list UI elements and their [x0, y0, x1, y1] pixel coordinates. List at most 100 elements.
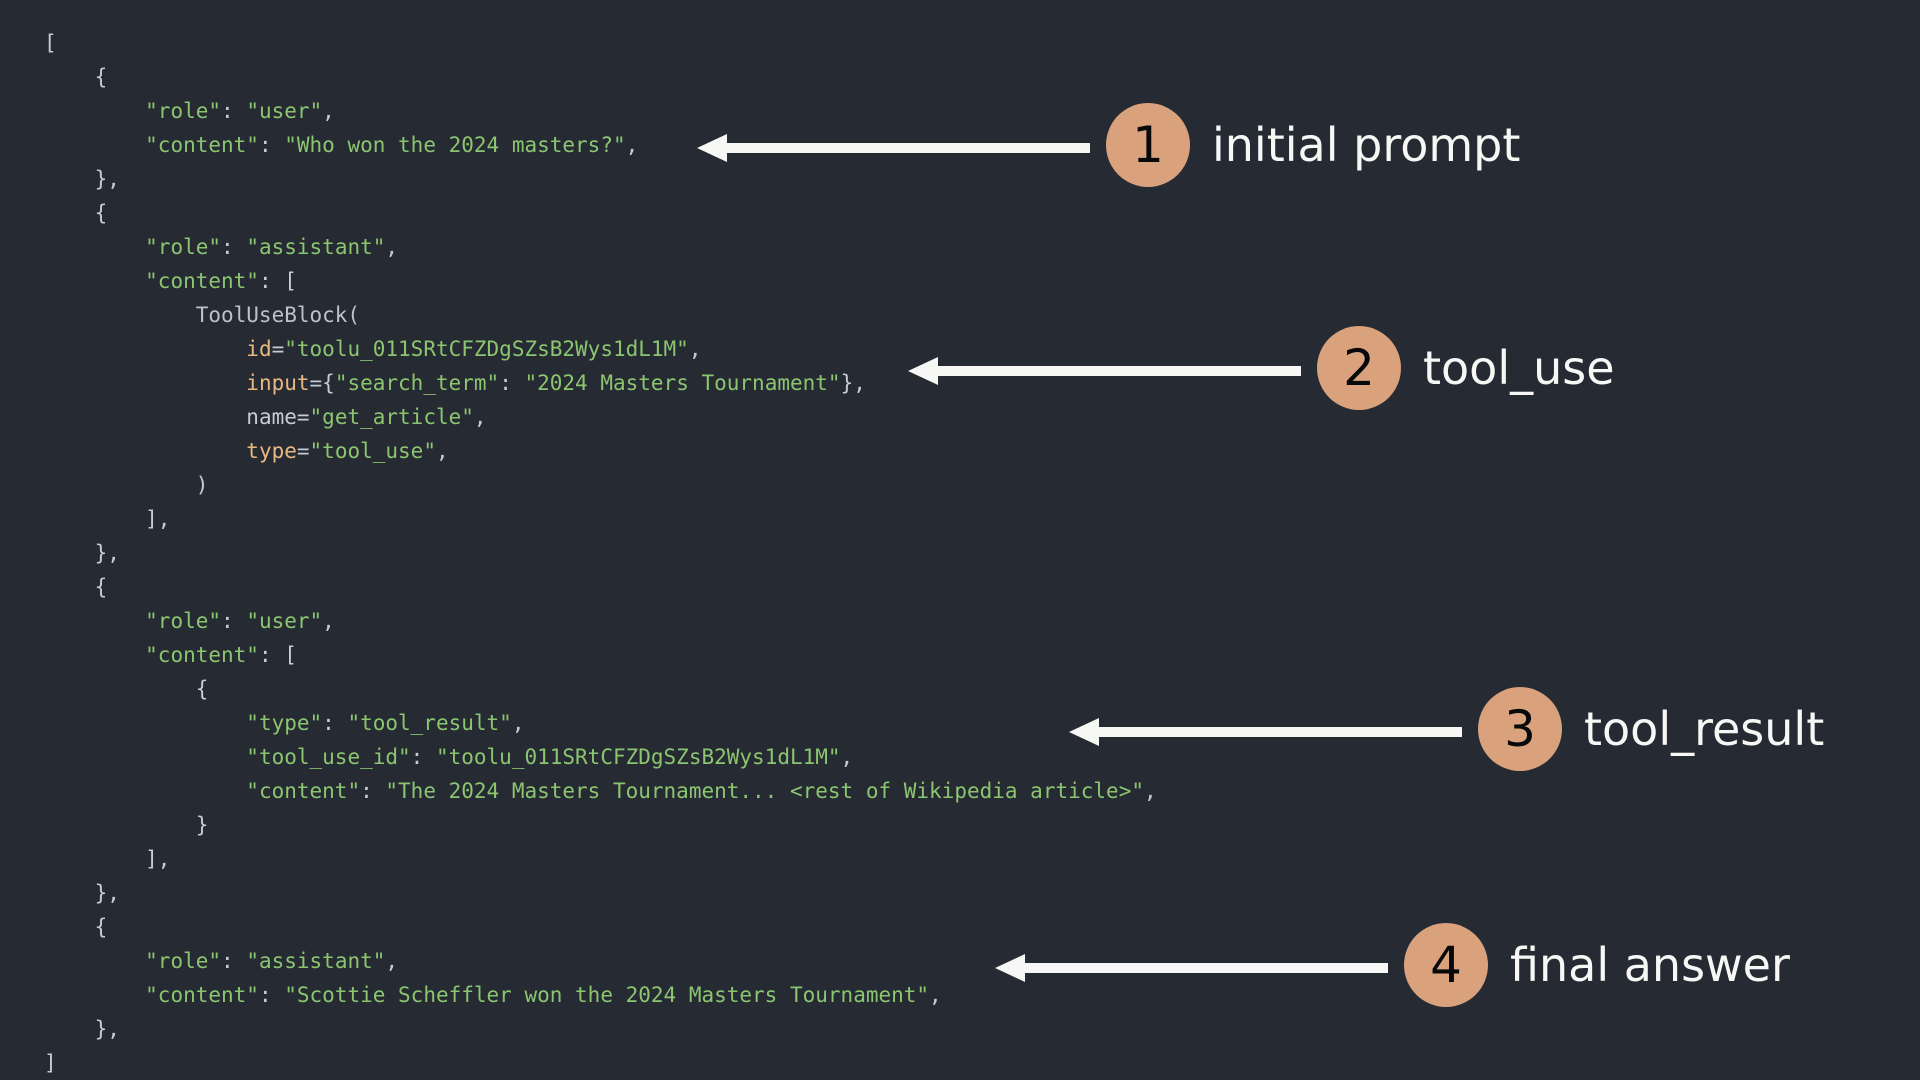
code-token: }, — [94, 1017, 120, 1041]
code-token: : — [499, 371, 525, 395]
code-line: "role": "user", — [44, 604, 1157, 638]
code-token: , — [322, 99, 335, 123]
code-token: "type" — [246, 711, 323, 735]
code-indent — [44, 983, 145, 1007]
code-token: ToolUseBlock( — [195, 303, 361, 327]
code-indent — [44, 133, 145, 157]
code-token: "user" — [246, 609, 323, 633]
code-line: id="toolu_011SRtCFZDgSZsB2Wys1dL1M", — [44, 332, 1157, 366]
code-line: { — [44, 60, 1157, 94]
annotation-number-badge: 3 — [1478, 687, 1562, 771]
code-token: ], — [145, 847, 171, 871]
code-token: , — [929, 983, 942, 1007]
annotation-number-badge: 4 — [1404, 923, 1488, 1007]
code-token: "toolu_011SRtCFZDgSZsB2Wys1dL1M" — [435, 745, 841, 769]
code-token: "2024 Masters Tournament" — [524, 371, 841, 395]
code-token: : — [322, 711, 348, 735]
code-token: "role" — [145, 99, 222, 123]
code-line: { — [44, 570, 1157, 604]
code-token: }, — [94, 541, 120, 565]
code-indent — [44, 711, 246, 735]
code-token: , — [688, 337, 702, 361]
annotation-arrow-icon — [697, 131, 1090, 165]
code-indent — [44, 269, 145, 293]
code-line: "tool_use_id": "toolu_011SRtCFZDgSZsB2Wy… — [44, 740, 1157, 774]
annotation-arrow-icon — [995, 951, 1388, 985]
code-token: : — [258, 133, 285, 157]
code-indent — [44, 99, 145, 123]
code-indent — [44, 473, 196, 497]
code-line: }, — [44, 1012, 1157, 1046]
code-token: "assistant" — [246, 235, 386, 259]
annotation-label: final answer — [1510, 938, 1790, 992]
code-token: "role" — [145, 235, 222, 259]
code-token: [ — [44, 31, 57, 55]
code-indent — [44, 167, 95, 191]
code-token: : — [258, 643, 285, 667]
code-token: : — [360, 779, 386, 803]
code-token: ] — [44, 1051, 57, 1075]
code-indent — [44, 609, 145, 633]
code-token: , — [1143, 779, 1157, 803]
annotation-callout: 4 final answer — [1404, 923, 1790, 1007]
code-token: = — [296, 405, 310, 429]
code-token: }, — [94, 167, 120, 191]
code-token: : — [221, 609, 247, 633]
code-indent — [44, 507, 145, 531]
code-line: "content": "Who won the 2024 masters?", — [44, 128, 1157, 162]
code-indent — [44, 915, 95, 939]
annotation-callout: 1 initial prompt — [1106, 103, 1520, 187]
code-indent — [44, 779, 246, 803]
code-token: "role" — [145, 949, 222, 973]
code-token: "role" — [145, 609, 222, 633]
code-indent — [44, 541, 95, 565]
code-indent — [44, 337, 246, 361]
code-token: "tool_result" — [347, 711, 512, 735]
code-indent — [44, 643, 145, 667]
code-token: "search_term" — [334, 371, 500, 395]
code-token: = — [296, 439, 310, 463]
code-token: { — [94, 915, 108, 939]
code-line: }, — [44, 536, 1157, 570]
annotation-label: initial prompt — [1212, 118, 1521, 172]
code-token: type — [246, 439, 297, 463]
code-line: "content": [ — [44, 638, 1157, 672]
code-line: "role": "user", — [44, 94, 1157, 128]
code-indent — [44, 303, 196, 327]
code-line: } — [44, 808, 1157, 842]
code-token: ={ — [309, 371, 335, 395]
annotation-label: tool_result — [1584, 702, 1825, 756]
code-token: , — [625, 133, 639, 157]
code-line: ], — [44, 502, 1157, 536]
annotation-arrow-icon — [908, 354, 1301, 388]
code-token: "get_article" — [309, 405, 474, 429]
code-indent — [44, 745, 246, 769]
code-token: { — [94, 575, 108, 599]
code-token: "content" — [145, 133, 259, 157]
code-line: "content": "Scottie Scheffler won the 20… — [44, 978, 1157, 1012]
code-token: : — [221, 949, 247, 973]
code-token: { — [195, 677, 209, 701]
annotation-callout: 3 tool_result — [1478, 687, 1824, 771]
code-indent — [44, 575, 95, 599]
code-indent — [44, 881, 95, 905]
annotation-arrow-icon — [1069, 715, 1462, 749]
code-indent — [44, 371, 246, 395]
annotation-number-badge: 1 — [1106, 103, 1190, 187]
code-token: , — [840, 745, 854, 769]
code-token: : — [258, 983, 285, 1007]
code-indent — [44, 439, 246, 463]
code-line: }, — [44, 876, 1157, 910]
annotation-label: tool_use — [1423, 341, 1615, 395]
code-token: "Who won the 2024 masters?" — [284, 133, 626, 157]
code-token: }, — [94, 881, 120, 905]
code-token: "assistant" — [246, 949, 386, 973]
code-token: "content" — [145, 983, 259, 1007]
code-line: }, — [44, 162, 1157, 196]
code-token: "Scottie Scheffler won the 2024 Masters … — [284, 983, 930, 1007]
code-line: { — [44, 196, 1157, 230]
code-indent — [44, 235, 145, 259]
code-token: : — [221, 99, 247, 123]
